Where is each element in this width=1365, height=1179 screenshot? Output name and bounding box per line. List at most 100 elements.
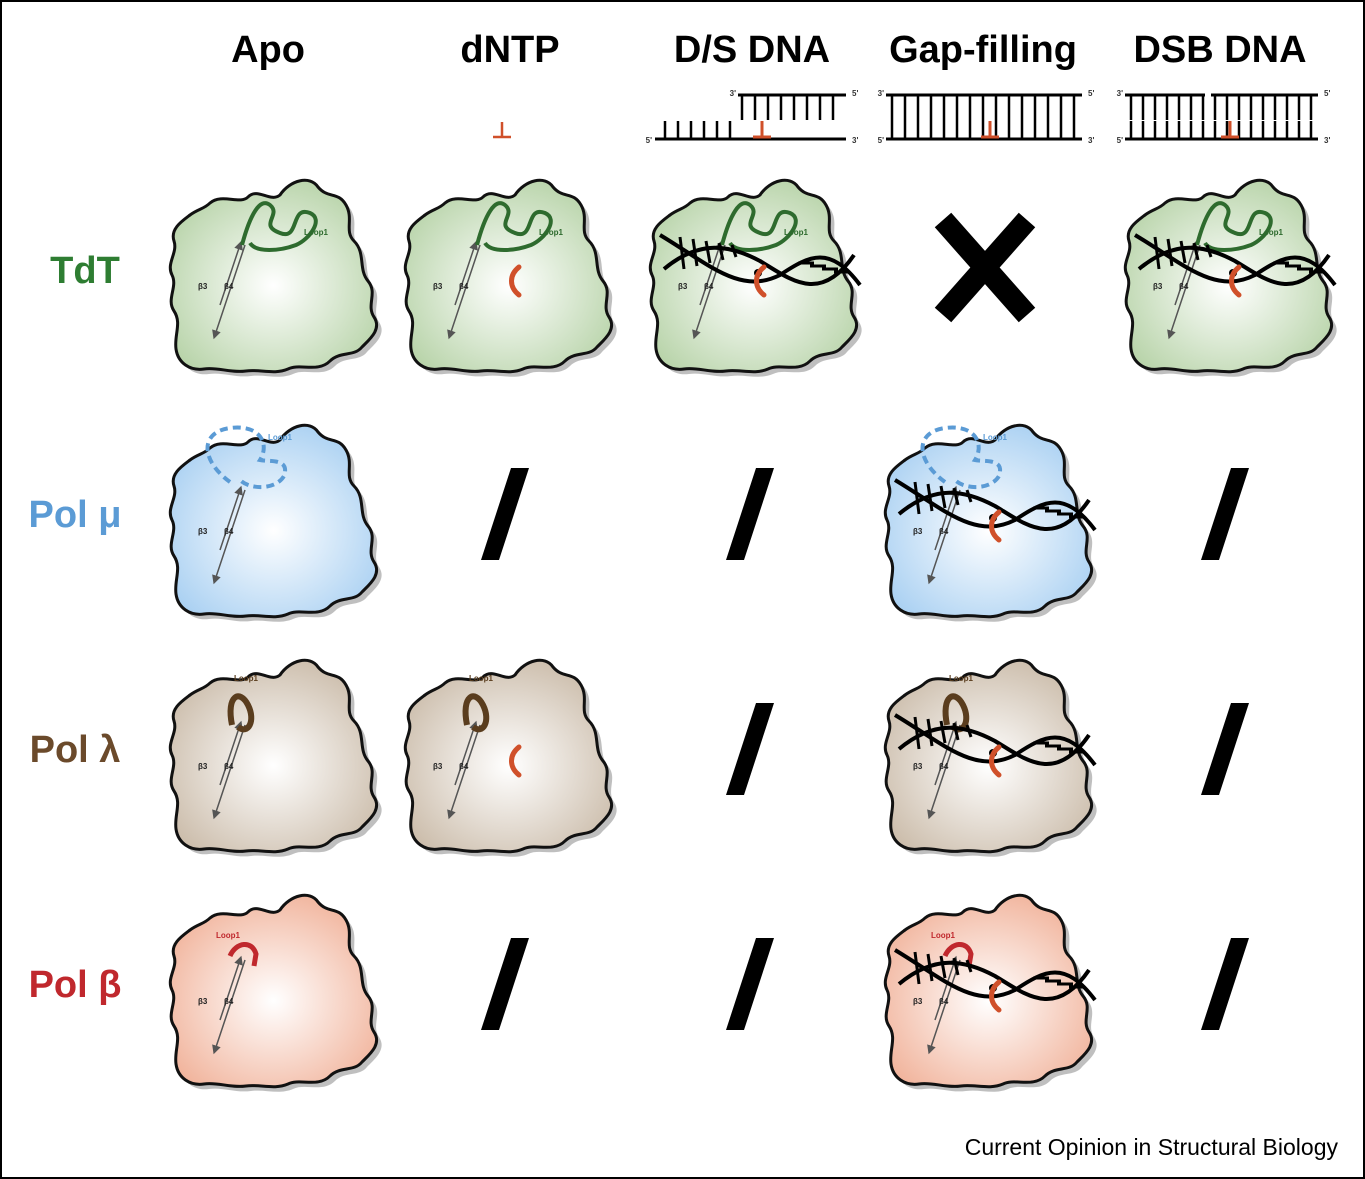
beta3-strand xyxy=(212,724,246,820)
col-title-ds-dna: D/S DNA xyxy=(674,29,830,71)
col-title-dsb-dna: DSB DNA xyxy=(1133,29,1306,71)
dntp-mark xyxy=(989,744,1002,778)
dntp-mark xyxy=(509,744,522,778)
dna-rung xyxy=(691,238,699,267)
not-applicable-slash xyxy=(481,468,529,560)
end-label: 5' xyxy=(1117,136,1123,145)
beta3-label: β3 xyxy=(198,527,208,536)
beta3-label: β3 xyxy=(913,762,923,771)
beta4-label: β4 xyxy=(224,762,234,771)
beta3-label: β3 xyxy=(913,527,923,536)
dna-rung xyxy=(678,236,686,270)
dna-rung xyxy=(965,959,973,973)
dna-strand-b xyxy=(897,960,1091,1001)
col-title-gap-filling: Gap-filling xyxy=(889,29,1077,71)
row-label-pol-beta: Pol β xyxy=(29,964,122,1006)
loop1-label: Loop1 xyxy=(983,433,1008,442)
beta4-strand xyxy=(454,240,478,306)
beta4-label: β4 xyxy=(1179,282,1189,291)
row-label-pol-mu: Pol μ xyxy=(29,494,122,536)
dna-rung xyxy=(926,953,934,982)
beta3-label: β3 xyxy=(1153,282,1163,291)
row-label-pol-lambda: Pol λ xyxy=(30,729,121,771)
dntp-mark xyxy=(989,979,1002,1013)
beta4-strand xyxy=(934,720,958,786)
protein-body xyxy=(403,658,614,854)
dntp-mark xyxy=(754,264,767,298)
loop1 xyxy=(227,942,259,967)
loop1 xyxy=(942,942,974,967)
protein-body xyxy=(883,893,1094,1089)
beta3-strand xyxy=(447,244,481,340)
beta4-label: β4 xyxy=(224,282,234,291)
beta4-label: β4 xyxy=(224,997,234,1006)
dna-rung xyxy=(730,244,738,258)
col-title-apo: Apo xyxy=(231,29,305,71)
dna-rung xyxy=(1179,240,1187,264)
protein-0: β3 β4 Loop1 xyxy=(1123,178,1337,377)
beta3-label: β3 xyxy=(433,282,443,291)
end-label: 5' xyxy=(646,136,652,145)
dna-rung xyxy=(939,485,947,509)
dna-rung xyxy=(704,240,712,264)
dna-rung xyxy=(952,487,960,506)
protein-body xyxy=(1123,178,1334,374)
dsb-dna-schematic: 3'5'5'3' xyxy=(1117,89,1331,145)
dna-strand-b xyxy=(897,725,1091,766)
beta3-label: β3 xyxy=(198,282,208,291)
beta4-strand xyxy=(219,485,243,551)
loop1-label: Loop1 xyxy=(268,433,293,442)
end-label: 5' xyxy=(878,136,884,145)
protein-body xyxy=(168,658,379,854)
protein-1: β3 β4 Loop1 xyxy=(883,423,1097,622)
end-label: 5' xyxy=(1088,89,1094,98)
loop1-label: Loop1 xyxy=(1259,228,1284,237)
beta3-strand xyxy=(927,724,961,820)
protein-body xyxy=(168,178,379,374)
end-label: 5' xyxy=(852,89,858,98)
dna-rung xyxy=(952,957,960,976)
end-label: 3' xyxy=(878,89,884,98)
dna-rung xyxy=(913,481,921,515)
beta4-strand xyxy=(454,720,478,786)
loop1 xyxy=(720,201,798,252)
dna-strand-b xyxy=(662,245,856,286)
not-applicable-slash xyxy=(726,703,774,795)
not-applicable-slash xyxy=(1201,468,1249,560)
beta3-label: β3 xyxy=(198,997,208,1006)
dna-rung xyxy=(913,716,921,750)
beta4-strand xyxy=(1174,240,1198,306)
loop1 xyxy=(475,201,553,252)
beta4-strand xyxy=(699,240,723,306)
dntp-mark xyxy=(509,264,522,298)
loop1 xyxy=(240,201,318,252)
beta4-strand xyxy=(219,240,243,306)
protein-body xyxy=(883,423,1094,619)
beta3-strand xyxy=(692,244,726,340)
not-applicable-slash xyxy=(481,938,529,1030)
dna-rung xyxy=(926,718,934,747)
loop1-label: Loop1 xyxy=(539,228,564,237)
beta3-label: β3 xyxy=(678,282,688,291)
dna-rung xyxy=(939,955,947,979)
dna-rung xyxy=(1166,238,1174,267)
loop1 xyxy=(462,693,490,733)
beta3-strand xyxy=(927,959,961,1055)
dna-strand-b xyxy=(897,490,1091,531)
loop1-label: Loop1 xyxy=(784,228,809,237)
beta3-strand xyxy=(927,489,961,585)
not-applicable-slash xyxy=(1201,703,1249,795)
dna-rung xyxy=(913,951,921,985)
dna-rung xyxy=(952,722,960,741)
beta4-label: β4 xyxy=(939,997,949,1006)
dna-rung xyxy=(1205,244,1213,258)
dntp-mark xyxy=(1229,264,1242,298)
beta4-label: β4 xyxy=(939,527,949,536)
